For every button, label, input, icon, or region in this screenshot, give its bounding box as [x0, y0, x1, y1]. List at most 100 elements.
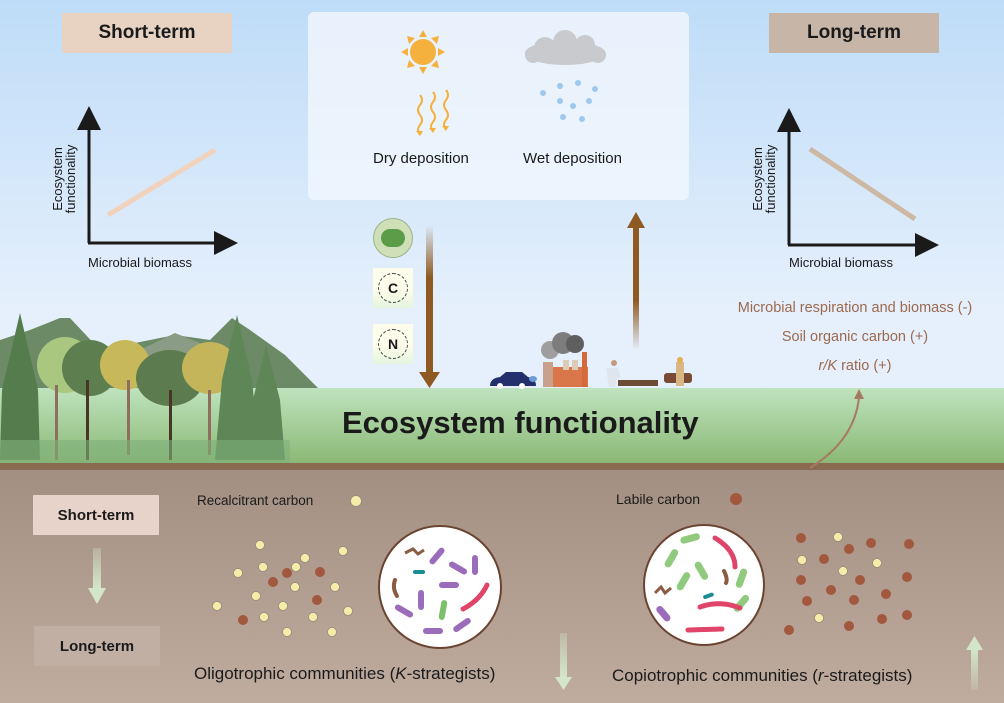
- copiotrophic-microbe-community: [643, 524, 765, 646]
- cattle-icon: [664, 357, 692, 386]
- soil-edge: [0, 463, 1004, 471]
- labile-carbon-dot: [238, 615, 248, 625]
- bacterium-rod-purple: [656, 605, 671, 622]
- oligotrophic-communities-label: Oligotrophic communities (K-strategists): [194, 664, 495, 684]
- bacterium-curved: [391, 578, 399, 598]
- bacterium-rod: [423, 628, 443, 634]
- bacterium-rod: [676, 572, 691, 591]
- wet-deposition-label: Wet deposition: [523, 150, 622, 167]
- labile-carbon-dot: [855, 575, 865, 585]
- labile-carbon-dot: [826, 585, 836, 595]
- bacterium-rod: [735, 568, 748, 588]
- bacterium-rod: [439, 582, 459, 588]
- recalcitrant-carbon-dot: [233, 568, 243, 578]
- short-term-label-soil: Short-term: [33, 495, 159, 535]
- fungal-hyphae: [653, 584, 672, 596]
- recalcitrant-carbon-dot: [797, 555, 807, 565]
- labile-carbon-dot: [796, 575, 806, 585]
- fungal-hyphae: [404, 547, 425, 556]
- cloud-icon: [525, 30, 606, 65]
- bacterium-rod: [429, 547, 445, 565]
- recalcitrant-carbon-dot: [330, 582, 340, 592]
- short-term-graph: [77, 106, 238, 255]
- copiotrophic-communities-label: Copiotrophic communities (r-strategists): [612, 666, 912, 686]
- recalcitrant-carbon-legend-dot: [350, 495, 362, 507]
- copiotrophic-italic: r: [817, 666, 824, 685]
- farmer-icon: [606, 360, 658, 387]
- bacterium-flagellated: [703, 592, 714, 600]
- labile-carbon-dot: [881, 589, 891, 599]
- labile-carbon-dot: [904, 539, 914, 549]
- labile-carbon-dot: [844, 544, 854, 554]
- carbon-icon: C: [378, 273, 408, 303]
- oligotrophic-microbe-community: [378, 525, 502, 649]
- copiotrophic-increase-arrow: [966, 636, 983, 690]
- bacterium-chain: [685, 626, 725, 633]
- car-icon: [490, 372, 537, 389]
- raindrops-icon: [540, 80, 598, 122]
- labile-carbon-dot: [866, 538, 876, 548]
- recalcitrant-carbon-dot: [838, 566, 848, 576]
- labile-carbon-dot: [819, 554, 829, 564]
- oligotrophic-decrease-arrow: [555, 633, 572, 690]
- recalcitrant-carbon-dot: [814, 613, 824, 623]
- labile-carbon-legend-dot: [730, 493, 742, 505]
- long-term-label-top: Long-term: [769, 13, 939, 53]
- recalcitrant-carbon-dot: [251, 591, 261, 601]
- bacterium-chain: [712, 535, 738, 570]
- bacterium-rod: [418, 590, 424, 610]
- bacterium-rod: [453, 617, 471, 633]
- short-term-trend-line: [106, 147, 217, 218]
- short-term-label-top: Short-term: [62, 13, 232, 53]
- bacterium-flagellated: [413, 570, 425, 574]
- effect-rk-ratio: r/K ratio (+): [715, 358, 995, 374]
- copiotrophic-suffix: -strategists): [823, 666, 913, 685]
- bacterium-rod: [694, 561, 709, 580]
- long-term-xlabel: Microbial biomass: [789, 255, 894, 270]
- recalcitrant-carbon-dot: [338, 546, 348, 556]
- rk-rest: ratio (+): [837, 358, 892, 374]
- carbon-input-badge: C: [373, 268, 413, 308]
- oligotrophic-prefix: Oligotrophic communities (: [194, 664, 396, 683]
- oligotrophic-suffix: -strategists): [406, 664, 496, 683]
- forest-icon: [0, 313, 290, 463]
- recalcitrant-carbon-dot: [259, 612, 269, 622]
- effect-curved-arrow: [809, 389, 864, 469]
- labile-carbon-dot: [902, 610, 912, 620]
- labile-carbon-dot: [902, 572, 912, 582]
- labile-carbon-dot: [849, 595, 859, 605]
- bacterium-rod-green: [438, 600, 448, 620]
- labile-carbon-dot: [877, 614, 887, 624]
- deposition-down-arrow: [419, 225, 440, 388]
- labile-carbon-dot: [268, 577, 278, 587]
- labile-carbon-dot: [282, 568, 292, 578]
- recalcitrant-carbon-dot: [212, 601, 222, 611]
- copiotrophic-prefix: Copiotrophic communities (: [612, 666, 818, 685]
- recalcitrant-carbon-dot: [327, 627, 337, 637]
- long-term-graph: [777, 108, 939, 257]
- bacterium-rod: [448, 561, 468, 575]
- deposition-panel: [308, 12, 689, 200]
- nitrogen-input-badge: N: [373, 324, 413, 364]
- labile-carbon-dot: [844, 621, 854, 631]
- rk-italic: r/K: [818, 358, 838, 374]
- bacterium-rod: [472, 555, 478, 575]
- recalcitrant-carbon-dot: [291, 562, 301, 572]
- recalcitrant-carbon-dot: [290, 582, 300, 592]
- recalcitrant-carbon-dot: [300, 553, 310, 563]
- short-term-xlabel: Microbial biomass: [88, 255, 193, 270]
- oligotrophic-italic: K: [395, 664, 407, 683]
- effect-microbial-respiration: Microbial respiration and biomass (-): [737, 300, 973, 316]
- short-to-long-term-arrow: [88, 548, 106, 604]
- bacterium-rod: [680, 533, 700, 544]
- bacterium-curved: [722, 569, 729, 585]
- recalcitrant-carbon-dot: [308, 612, 318, 622]
- recalcitrant-carbon-dot: [278, 601, 288, 611]
- heat-wave-icon: [416, 89, 449, 136]
- ecosystem-functionality-title: Ecosystem functionality: [342, 405, 699, 440]
- long-term-label-soil: Long-term: [34, 626, 160, 666]
- recalcitrant-carbon-dot: [258, 562, 268, 572]
- recalcitrant-carbon-dot: [343, 606, 353, 616]
- copiotrophic-carbon-cluster: [784, 532, 914, 635]
